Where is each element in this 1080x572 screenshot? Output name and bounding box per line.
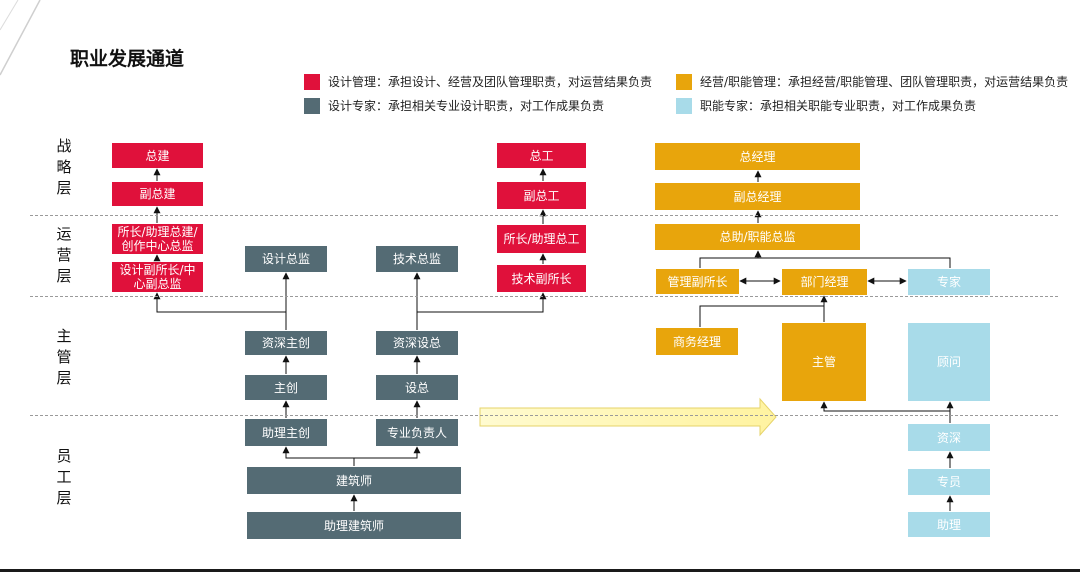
- transition-arrow: [479, 397, 777, 437]
- corner-decoration: [0, 0, 41, 76]
- layer-label-staff: 员工层: [56, 447, 72, 507]
- box-suozhang-zonggong: 所长/助理总工: [497, 225, 586, 253]
- box-bumen-jingli: 部门经理: [782, 269, 867, 295]
- layer-divider: [30, 215, 1058, 216]
- box-sheji-zongjian: 设计总监: [245, 246, 327, 272]
- legend-operations-management: 经营/职能管理：承担经营/职能管理、团队管理职责，对运营结果负责: [700, 75, 1069, 89]
- layer-label-strategic: 战略层: [56, 137, 72, 197]
- layer-label-operations: 运营层: [56, 225, 72, 285]
- box-zhuguan: 主管: [782, 323, 866, 401]
- box-zishen: 资深: [908, 424, 990, 451]
- box-fuzongjian: 副总建: [112, 182, 203, 206]
- legend-swatch-design-management: [304, 74, 320, 90]
- layer-label-supervisor: 主管层: [56, 327, 72, 387]
- legend-swatch-design-expert: [304, 98, 320, 114]
- box-sheji-fusuozhang: 设计副所长/中心副总监: [112, 262, 203, 292]
- box-zhuli-jianzhushi: 助理建筑师: [247, 512, 461, 539]
- box-shangwu-jingli: 商务经理: [656, 328, 738, 355]
- legend-swatch-operations-management: [676, 74, 692, 90]
- legend-design-expert: 设计专家：承担相关专业设计职责，对工作成果负责: [328, 99, 605, 113]
- box-zongzhu-zhineng: 总助/职能总监: [655, 224, 860, 250]
- box-zhuli-zhuchuang: 助理主创: [245, 419, 327, 446]
- box-zishen-shezong: 资深设总: [376, 331, 458, 355]
- box-jishu-fusuozhang: 技术副所长: [497, 265, 586, 292]
- box-suozhang-zongjian: 所长/助理总建/创作中心总监: [112, 224, 203, 254]
- box-guanli-fusuozhang: 管理副所长: [656, 269, 739, 294]
- box-zhuli: 助理: [908, 512, 990, 537]
- page-title: 职业发展通道: [70, 48, 185, 70]
- layer-divider: [30, 415, 1058, 416]
- box-fuzongjingli: 副总经理: [655, 183, 860, 210]
- box-fuzonggong: 副总工: [497, 182, 586, 209]
- legend-swatch-functional-expert: [676, 98, 692, 114]
- box-jishu-zongjian: 技术总监: [376, 246, 458, 272]
- corner-decoration-2: [0, 0, 19, 31]
- box-zhuanye-fuzeren: 专业负责人: [376, 419, 458, 446]
- bottom-bar: [0, 569, 1080, 572]
- box-zongjingli: 总经理: [655, 143, 860, 170]
- box-guwen: 顾问: [908, 323, 990, 401]
- box-zhuanyuan: 专员: [908, 469, 990, 495]
- layer-divider: [30, 296, 1058, 297]
- box-zongjian: 总建: [112, 143, 203, 168]
- box-shezong: 设总: [376, 375, 458, 400]
- box-jianzhushi: 建筑师: [247, 467, 461, 494]
- box-zhuchuang: 主创: [245, 375, 327, 400]
- box-zhuanjia: 专家: [908, 269, 990, 295]
- legend-design-management: 设计管理：承担设计、经营及团队管理职责，对运营结果负责: [328, 75, 653, 89]
- box-zishen-zhuchuang: 资深主创: [245, 331, 327, 355]
- legend-functional-expert: 职能专家：承担相关职能专业职责，对工作成果负责: [700, 99, 977, 113]
- box-zonggong: 总工: [497, 143, 586, 168]
